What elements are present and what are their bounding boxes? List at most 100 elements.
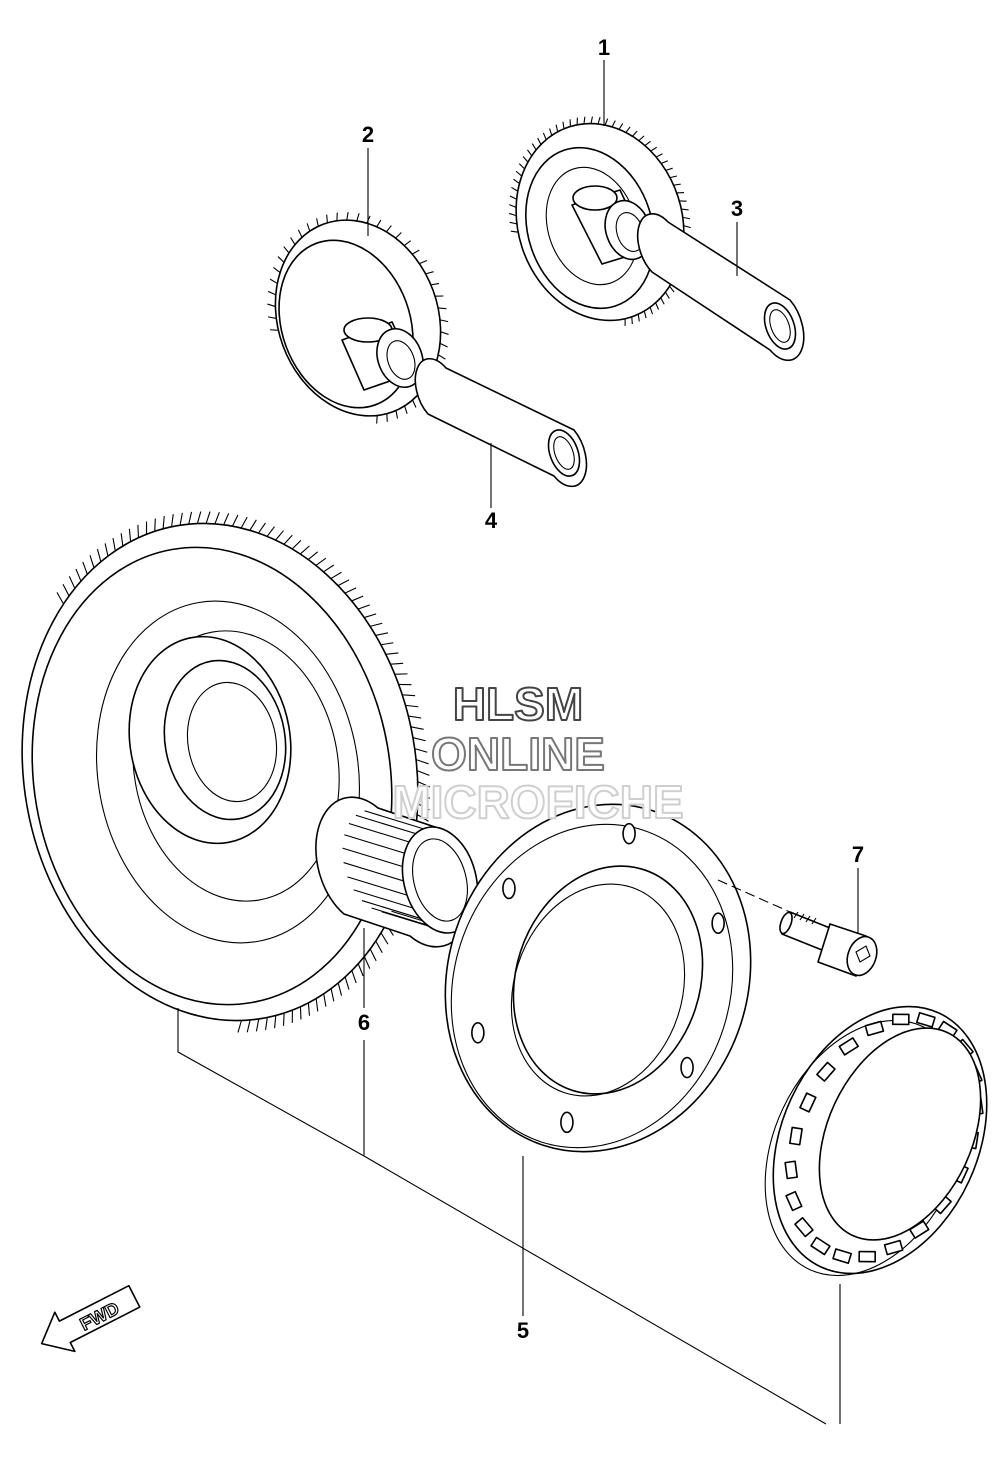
- bolt-hole: [711, 912, 725, 935]
- gear-tooth: [246, 1019, 251, 1033]
- gear-tooth: [120, 533, 124, 547]
- bolt-hole: [471, 1021, 485, 1044]
- gear-tooth: [437, 354, 446, 360]
- gear-tooth: [326, 214, 328, 223]
- starter-driven-gear: [21, 511, 431, 1033]
- gear-tooth: [351, 970, 357, 984]
- gear-tooth: [265, 1017, 268, 1031]
- gear-tooth: [376, 415, 378, 424]
- gear-tooth: [75, 568, 82, 582]
- gear-tooth: [417, 781, 430, 788]
- bearing-needle: [343, 862, 406, 883]
- gear-tooth: [660, 160, 669, 165]
- gear-tooth: [344, 976, 350, 990]
- gear-tooth: [323, 993, 327, 1007]
- callout-4: 4: [485, 508, 498, 533]
- gear-tooth: [537, 137, 542, 145]
- gear-tooth: [509, 195, 517, 200]
- gear-tooth: [357, 604, 370, 610]
- gear-tooth: [299, 1006, 302, 1020]
- gear-tooth: [315, 998, 319, 1012]
- gear-tooth: [315, 557, 327, 566]
- gear-tooth: [68, 576, 76, 589]
- gear-tooth: [267, 290, 277, 296]
- gear-tooth: [511, 186, 519, 192]
- watermark-line2: ONLINE: [431, 728, 605, 780]
- gear-tooth: [273, 267, 281, 274]
- clutch-roller: [864, 1020, 885, 1037]
- gear-tooth: [255, 1018, 260, 1032]
- callout-6: 6: [358, 1010, 370, 1035]
- clutch-roller: [838, 1037, 859, 1056]
- gear-tooth: [644, 140, 651, 147]
- gear-tooth: [638, 135, 645, 142]
- bearing-needle: [371, 907, 434, 928]
- gear-tooth: [82, 561, 88, 575]
- gear-tooth: [590, 116, 593, 124]
- gear-tooth: [363, 956, 371, 969]
- clutch-roller: [794, 1216, 814, 1238]
- gear-tooth: [664, 291, 670, 299]
- clutch-roller: [858, 1250, 877, 1263]
- gear-tooth: [351, 595, 364, 602]
- clutch-roller: [810, 1236, 831, 1256]
- gear-tooth: [682, 216, 691, 220]
- gear-tooth: [214, 512, 220, 525]
- bearing-needle: [364, 810, 427, 831]
- part-4-shaft: [414, 358, 588, 488]
- gear-tooth: [625, 126, 631, 133]
- clutch-roller: [891, 1013, 910, 1026]
- gear-tooth: [439, 342, 448, 348]
- gear-tooth: [307, 551, 319, 560]
- gear-tooth: [269, 278, 278, 284]
- gear-tooth: [290, 237, 296, 245]
- gear-tooth: [231, 514, 239, 527]
- gear-tooth: [643, 310, 647, 319]
- gear-tooth: [89, 555, 95, 569]
- gear-tooth: [542, 132, 547, 140]
- clutch-roller: [785, 1190, 803, 1212]
- watermark: HLSM ONLINE MICROFICHE: [391, 677, 684, 829]
- gear-tooth: [307, 1002, 311, 1016]
- gear-tooth: [137, 524, 140, 538]
- gear-tooth: [270, 329, 279, 331]
- gear-tooth: [376, 219, 382, 228]
- gear-tooth: [669, 175, 678, 179]
- gear-tooth: [323, 564, 335, 573]
- fwd-arrow-icon: FWD: [40, 1284, 141, 1353]
- gear-tooth: [618, 123, 624, 130]
- gear-tooth: [283, 534, 293, 545]
- gear-tooth: [128, 528, 132, 542]
- gear-tooth: [291, 539, 302, 550]
- gear-tooth: [405, 704, 419, 708]
- gear-tooth: [631, 316, 633, 325]
- gear-tooth: [104, 543, 109, 557]
- gear-tooth: [344, 587, 357, 594]
- bearing-needle: [348, 822, 412, 844]
- gear-tooth: [604, 118, 609, 126]
- gear-tooth: [416, 814, 429, 822]
- gear-tooth: [415, 759, 429, 765]
- gear-tooth: [637, 314, 640, 322]
- gear-tooth: [380, 932, 389, 945]
- gear-tooth: [369, 622, 383, 627]
- gear-tooth: [655, 153, 663, 158]
- gear-tooth: [274, 1015, 277, 1029]
- gear-tooth: [375, 940, 383, 953]
- gear-tooth: [417, 803, 430, 811]
- watermark-line1: HLSM: [453, 678, 583, 730]
- gear-tooth: [390, 662, 404, 665]
- callout-5: 5: [517, 1318, 529, 1343]
- gear-tooth: [346, 212, 349, 221]
- gear-tooth: [611, 120, 616, 128]
- gear-tooth: [277, 256, 285, 263]
- gear-tooth: [316, 218, 319, 227]
- gear-tooth: [275, 530, 284, 541]
- clutch-roller: [784, 1160, 798, 1180]
- gear-tooth: [508, 212, 517, 217]
- part-3-shaft: [636, 213, 805, 362]
- callout-1: 1: [598, 35, 610, 60]
- gear-tooth: [438, 307, 447, 310]
- gear-tooth: [330, 571, 342, 580]
